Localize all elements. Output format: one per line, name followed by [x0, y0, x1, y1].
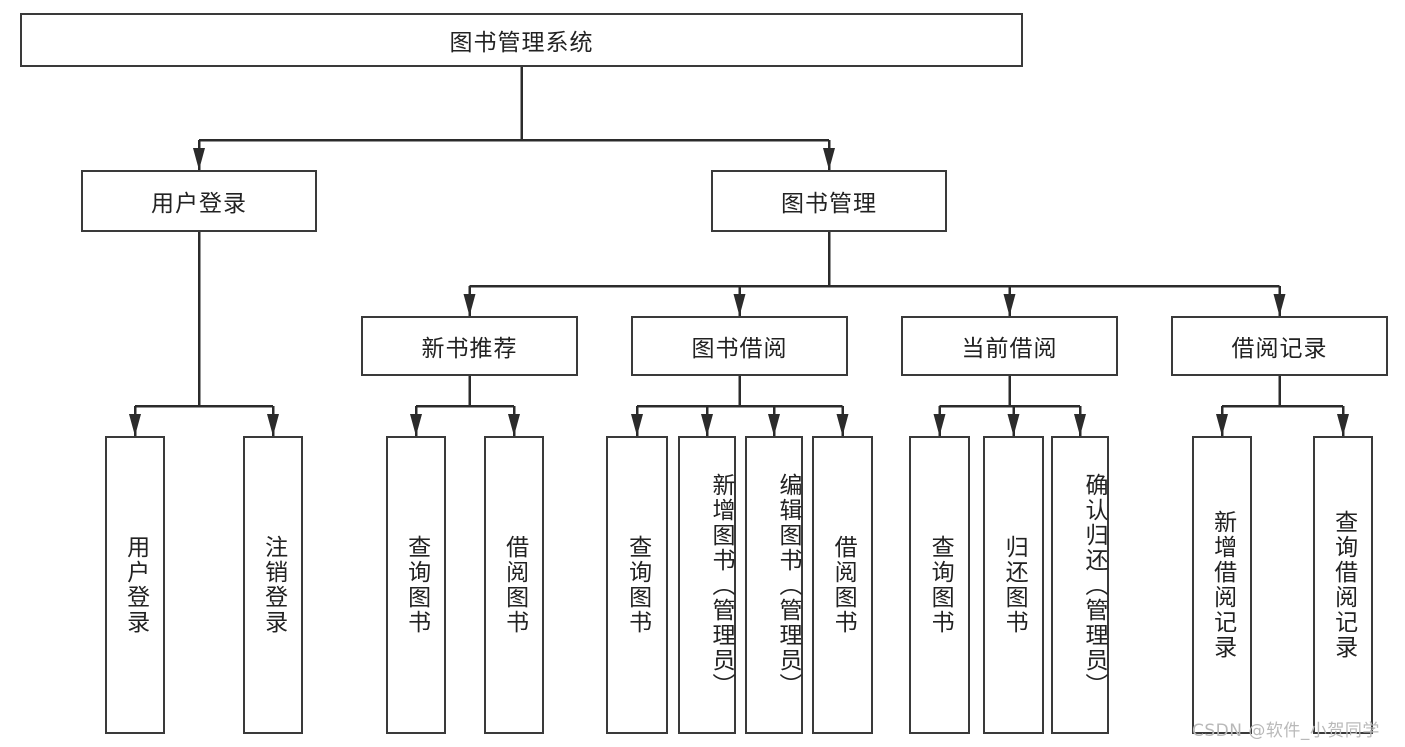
node-label: 查询图书: [624, 535, 651, 635]
node-leaf-return-book[interactable]: 归还图书: [983, 436, 1044, 734]
node-leaf-add-borrow-record[interactable]: 新增借阅记录: [1192, 436, 1252, 734]
node-label: 借阅图书: [501, 535, 528, 635]
arrowhead-icon: [733, 294, 746, 316]
arrowhead-icon: [701, 414, 713, 436]
arrowhead-icon: [1337, 414, 1349, 436]
node-book-borrow[interactable]: 图书借阅: [631, 316, 848, 376]
arrowhead-icon: [463, 294, 476, 316]
node-leaf-query-book-3[interactable]: 查询图书: [909, 436, 970, 734]
arrowhead-icon: [193, 148, 205, 170]
node-leaf-user-login[interactable]: 用户登录: [105, 436, 165, 734]
node-leaf-query-book-1[interactable]: 查询图书: [386, 436, 446, 734]
arrowhead-icon: [129, 414, 141, 436]
arrowhead-icon: [1273, 294, 1286, 316]
node-leaf-borrow-book-2[interactable]: 借阅图书: [812, 436, 873, 734]
node-current-borrow[interactable]: 当前借阅: [901, 316, 1118, 376]
node-label: 注销登录: [260, 535, 287, 635]
arrowhead-icon: [1074, 414, 1086, 436]
arrowhead-icon: [410, 414, 422, 436]
node-user-login[interactable]: 用户登录: [81, 170, 317, 232]
arrowhead-icon: [508, 414, 520, 436]
node-label: 用户登录: [151, 191, 247, 217]
node-root[interactable]: 图书管理系统: [20, 13, 1023, 67]
arrowhead-icon: [267, 414, 279, 436]
node-label: 确认归还（管理员）: [1081, 472, 1107, 698]
arrowhead-icon: [1216, 414, 1228, 436]
node-leaf-query-book-2[interactable]: 查询图书: [606, 436, 668, 734]
arrowhead-icon: [933, 414, 946, 436]
node-leaf-query-borrow-record[interactable]: 查询借阅记录: [1313, 436, 1373, 734]
node-label: 用户登录: [122, 535, 149, 635]
node-label: 新增图书（管理员）: [708, 472, 734, 698]
node-label: 借阅记录: [1231, 336, 1328, 362]
node-leaf-edit-book-admin[interactable]: 编辑图书（管理员）: [745, 436, 803, 734]
node-label: 新书推荐: [421, 336, 518, 362]
node-label: 查询图书: [403, 535, 430, 635]
arrowhead-icon: [631, 414, 643, 436]
node-label: 归还图书: [1001, 535, 1028, 635]
csdn-watermark: CSDN @软件_小贺同学: [1192, 721, 1380, 741]
node-leaf-add-book-admin[interactable]: 新增图书（管理员）: [678, 436, 736, 734]
arrowhead-icon: [1003, 294, 1016, 316]
node-book-manage[interactable]: 图书管理: [711, 170, 947, 232]
node-label: 查询借阅记录: [1330, 510, 1357, 660]
node-new-book-recommend[interactable]: 新书推荐: [361, 316, 578, 376]
arrowhead-icon: [823, 148, 835, 170]
node-label: 编辑图书（管理员）: [775, 472, 801, 698]
node-label: 查询图书: [927, 535, 954, 635]
node-leaf-confirm-return-admin[interactable]: 确认归还（管理员）: [1051, 436, 1109, 734]
arrowhead-icon: [836, 414, 849, 436]
node-label: 图书管理系统: [449, 30, 594, 56]
node-label: 当前借阅: [961, 336, 1058, 362]
node-borrow-record[interactable]: 借阅记录: [1171, 316, 1388, 376]
arrowhead-icon: [768, 414, 780, 436]
node-leaf-borrow-book-1[interactable]: 借阅图书: [484, 436, 544, 734]
node-label: 借阅图书: [830, 535, 857, 635]
node-label: 图书管理: [781, 191, 877, 217]
node-label: 新增借阅记录: [1209, 510, 1236, 660]
node-label: 图书借阅: [691, 336, 788, 362]
arrowhead-icon: [1007, 414, 1020, 436]
node-leaf-logout-login[interactable]: 注销登录: [243, 436, 303, 734]
